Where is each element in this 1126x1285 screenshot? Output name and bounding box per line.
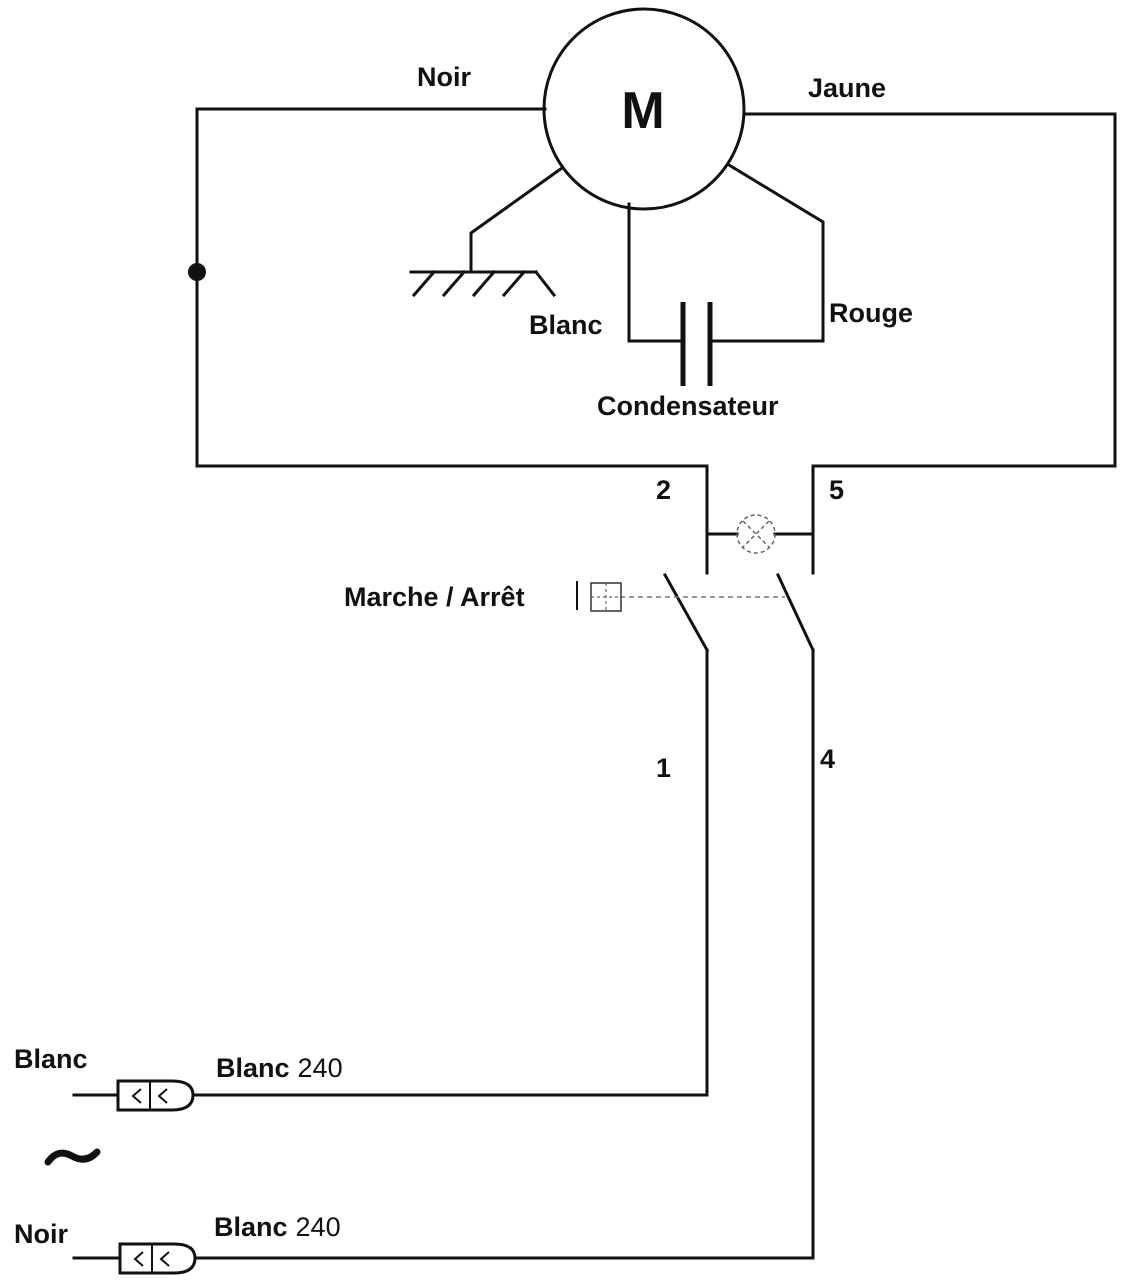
label-rouge: Rouge: [829, 298, 913, 328]
line-1-wire: [188, 648, 709, 1097]
terminal-4: 4: [820, 744, 835, 774]
label-blanc: Blanc: [529, 310, 603, 340]
rouge-wire: [708, 162, 825, 343]
jaune-wire: [742, 112, 1117, 575]
terminal-2: 2: [656, 475, 671, 505]
noir-wire: [195, 107, 709, 575]
indicator-lamp: [705, 514, 815, 554]
ground-hatch: [471, 269, 497, 298]
motor: M: [542, 7, 746, 211]
ground-hatch: [501, 269, 527, 298]
blanc-wire: [627, 202, 685, 343]
ground-hatch: [441, 269, 467, 298]
plug-1-name: Blanc: [216, 1053, 290, 1083]
label-jaune: Jaune: [808, 73, 886, 103]
junction-dot: [188, 263, 206, 281]
plug-1-chevron-icon: [131, 1088, 142, 1104]
plug-1-label: Blanc 240: [216, 1053, 343, 1083]
plug-1-voltage: 240: [298, 1053, 343, 1083]
plug-2-label: Blanc 240: [214, 1212, 341, 1242]
line-4-wire: [191, 648, 815, 1260]
switch-contact-left: [662, 572, 710, 653]
switch-contact-right: [776, 573, 815, 652]
supply-line1-label: Blanc: [14, 1044, 88, 1074]
motor-symbol: M: [621, 82, 664, 140]
plug-2-name: Blanc: [214, 1212, 288, 1242]
label-noir: Noir: [417, 62, 471, 92]
plug-1-chevron-icon: [157, 1088, 168, 1104]
switch-label: Marche / Arrêt: [344, 582, 525, 612]
ground: [409, 165, 565, 298]
ground-hatch: [533, 269, 557, 298]
supply-line2-label: Noir: [14, 1219, 68, 1249]
lamp-icon: [736, 514, 776, 554]
lamp-cross: [742, 520, 770, 548]
plug-1: [72, 1079, 195, 1112]
plug-2-icon: [118, 1242, 197, 1275]
ac-tilde-icon: [44, 1148, 101, 1166]
plug-2-voltage: 240: [296, 1212, 341, 1242]
terminal-1: 1: [656, 753, 671, 783]
ground-hatch: [411, 269, 437, 298]
label-condensateur: Condensateur: [597, 391, 779, 421]
switch: [576, 572, 815, 653]
terminal-5: 5: [829, 475, 844, 505]
capacitor: [680, 302, 713, 386]
lamp-cross: [742, 520, 770, 548]
plug-1-icon: [116, 1079, 195, 1112]
plug-2-chevron-icon: [133, 1251, 144, 1267]
plug-2: [72, 1242, 197, 1275]
plug-2-chevron-icon: [159, 1251, 170, 1267]
ground-wire: [469, 165, 565, 274]
